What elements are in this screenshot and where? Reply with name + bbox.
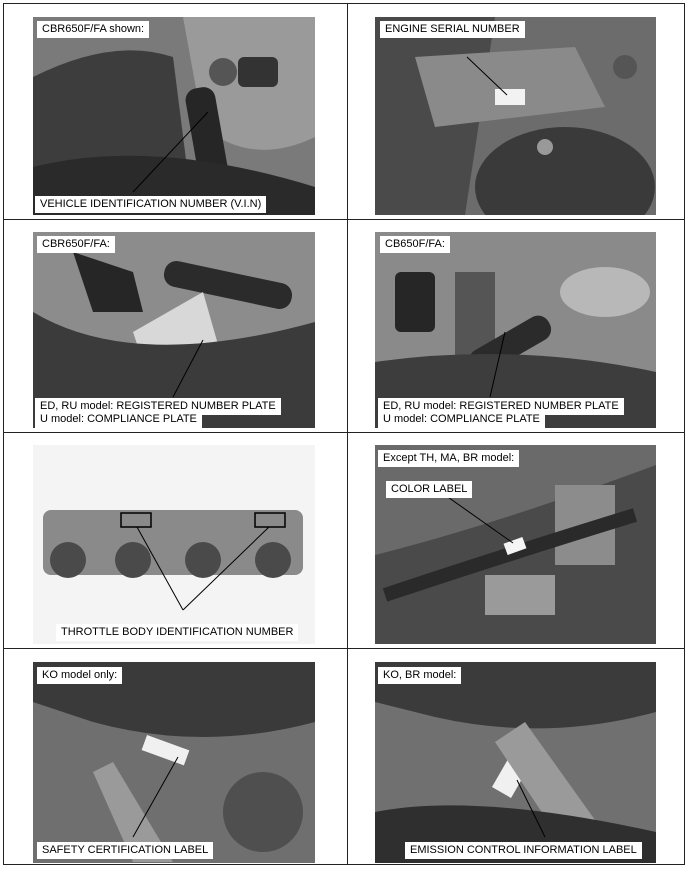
cb-plate-label-2: U model: COMPLIANCE PLATE (378, 411, 545, 428)
column-divider (347, 4, 348, 864)
cbr-plate-label-2: U model: COMPLIANCE PLATE (35, 411, 202, 428)
engine-serial-image (375, 17, 656, 215)
vin-callout-label: VEHICLE IDENTIFICATION NUMBER (V.I.N) (35, 196, 267, 213)
color-label-model: Except TH, MA, BR model: (378, 450, 520, 467)
safety-model-label: KO model only: (37, 667, 123, 684)
cbr-plate-label-1: ED, RU model: REGISTERED NUMBER PLATE (35, 398, 281, 415)
cb-plate-label-1: ED, RU model: REGISTERED NUMBER PLATE (378, 398, 624, 415)
identification-grid (3, 3, 685, 865)
row-divider-3 (4, 648, 684, 649)
throttle-body-image (33, 445, 315, 644)
row-divider-2 (4, 432, 684, 433)
safety-certification-image (33, 662, 315, 863)
row-divider-1 (4, 219, 684, 220)
cb-model-label: CB650F/FA: (380, 236, 450, 253)
color-label-image (375, 445, 656, 644)
engine-serial-label: ENGINE SERIAL NUMBER (380, 21, 525, 38)
vin-location-image (33, 17, 315, 215)
emission-control-image (375, 662, 656, 863)
emission-callout-label: EMISSION CONTROL INFORMATION LABEL (405, 842, 642, 859)
throttle-body-label: THROTTLE BODY IDENTIFICATION NUMBER (56, 624, 299, 641)
vin-model-label: CBR650F/FA shown: (37, 21, 150, 38)
safety-callout-label: SAFETY CERTIFICATION LABEL (37, 842, 214, 859)
color-label-callout: COLOR LABEL (386, 481, 473, 498)
emission-model-label: KO, BR model: (378, 667, 462, 684)
cbr-model-label: CBR650F/FA: (37, 236, 115, 253)
